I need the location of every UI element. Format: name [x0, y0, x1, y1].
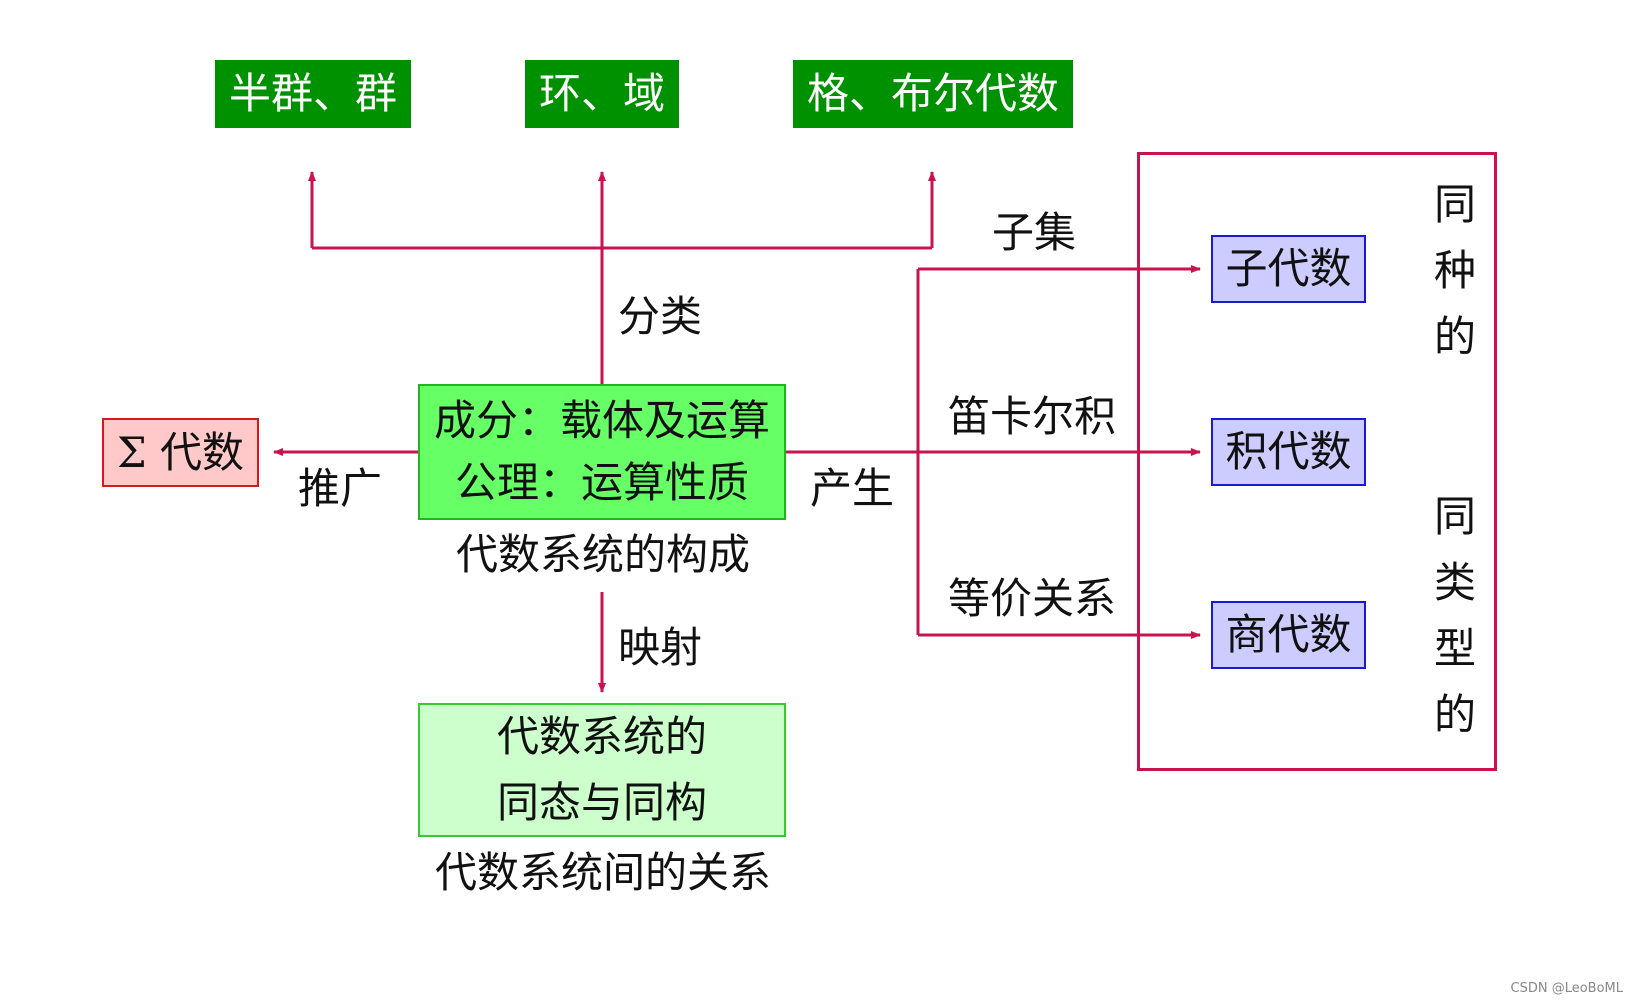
semigroup-group-text: 半群、群 — [228, 69, 397, 118]
produce-label: 产生 — [810, 464, 895, 513]
generalization-label: 推广 — [298, 464, 383, 513]
lattice-boolean-box: 格、布尔代数 — [793, 60, 1073, 128]
homomorphism-line-1: 代数系统的 — [496, 712, 707, 761]
product-algebra-box: 积代数 — [1211, 418, 1366, 486]
subset-label: 子集 — [992, 208, 1077, 257]
classification-label: 分类 — [618, 292, 703, 341]
same-kind-char-1: 同 — [1434, 180, 1477, 229]
subalgebra-box: 子代数 — [1211, 235, 1366, 303]
same-type-frame — [1137, 152, 1497, 771]
quotient-algebra-box: 商代数 — [1211, 601, 1366, 669]
product-algebra-text: 积代数 — [1225, 427, 1352, 476]
same-type-char-2: 类 — [1434, 558, 1477, 607]
relations-caption: 代数系统间的关系 — [435, 848, 772, 897]
composition-line-axioms: 公理：运算性质 — [454, 458, 749, 507]
cartesian-product-label: 笛卡尔积 — [948, 392, 1117, 441]
same-type-char-4: 的 — [1434, 690, 1477, 739]
same-type-char-3: 型 — [1434, 624, 1477, 673]
composition-caption: 代数系统的构成 — [456, 530, 751, 579]
same-type-char-1: 同 — [1434, 492, 1477, 541]
sigma-algebra-box: Σ 代数 — [102, 418, 259, 487]
same-kind-char-3: 的 — [1434, 312, 1477, 361]
composition-box: 成分：载体及运算 公理：运算性质 — [418, 384, 786, 520]
ring-field-text: 环、域 — [538, 69, 665, 118]
homomorphism-box: 代数系统的 同态与同构 — [418, 703, 786, 837]
homomorphism-line-2: 同态与同构 — [496, 778, 707, 827]
semigroup-group-box: 半群、群 — [215, 60, 411, 128]
mapping-label: 映射 — [618, 623, 703, 672]
equivalence-relation-label: 等价关系 — [948, 574, 1117, 623]
same-kind-char-2: 种 — [1434, 246, 1477, 295]
subalgebra-text: 子代数 — [1225, 244, 1352, 293]
ring-field-box: 环、域 — [525, 60, 679, 128]
quotient-algebra-text: 商代数 — [1225, 610, 1352, 659]
watermark: CSDN @LeoBoML — [1510, 981, 1624, 996]
lattice-boolean-text: 格、布尔代数 — [806, 69, 1059, 118]
sigma-algebra-text: Σ 代数 — [116, 427, 245, 477]
composition-line-components: 成分：载体及运算 — [433, 396, 770, 445]
